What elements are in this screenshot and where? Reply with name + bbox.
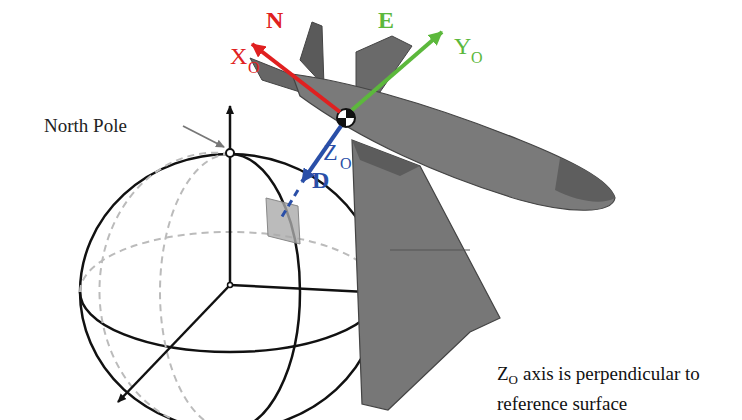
note-group: ZOaxis is perpendicular to reference sur… bbox=[497, 362, 735, 416]
axis-name: Y bbox=[454, 34, 471, 58]
axis-subscript: O bbox=[471, 50, 483, 66]
axis-name: X bbox=[230, 44, 247, 68]
note-subscript: O bbox=[509, 372, 518, 387]
axis-subscript: O bbox=[340, 156, 352, 172]
axis-letter: E bbox=[378, 8, 394, 32]
ned-axes bbox=[252, 32, 442, 220]
leader-label: North Pole bbox=[44, 116, 127, 135]
axis-subscript: O bbox=[248, 60, 260, 76]
note-axis-name: Z bbox=[497, 363, 509, 384]
axis-name: Z bbox=[323, 140, 338, 164]
note-text: axis is perpendicular to reference surfa… bbox=[497, 363, 700, 414]
axis-letter: D bbox=[312, 168, 329, 192]
axis-letter: N bbox=[266, 8, 283, 32]
aircraft bbox=[250, 22, 615, 410]
earth-globe bbox=[80, 106, 386, 420]
